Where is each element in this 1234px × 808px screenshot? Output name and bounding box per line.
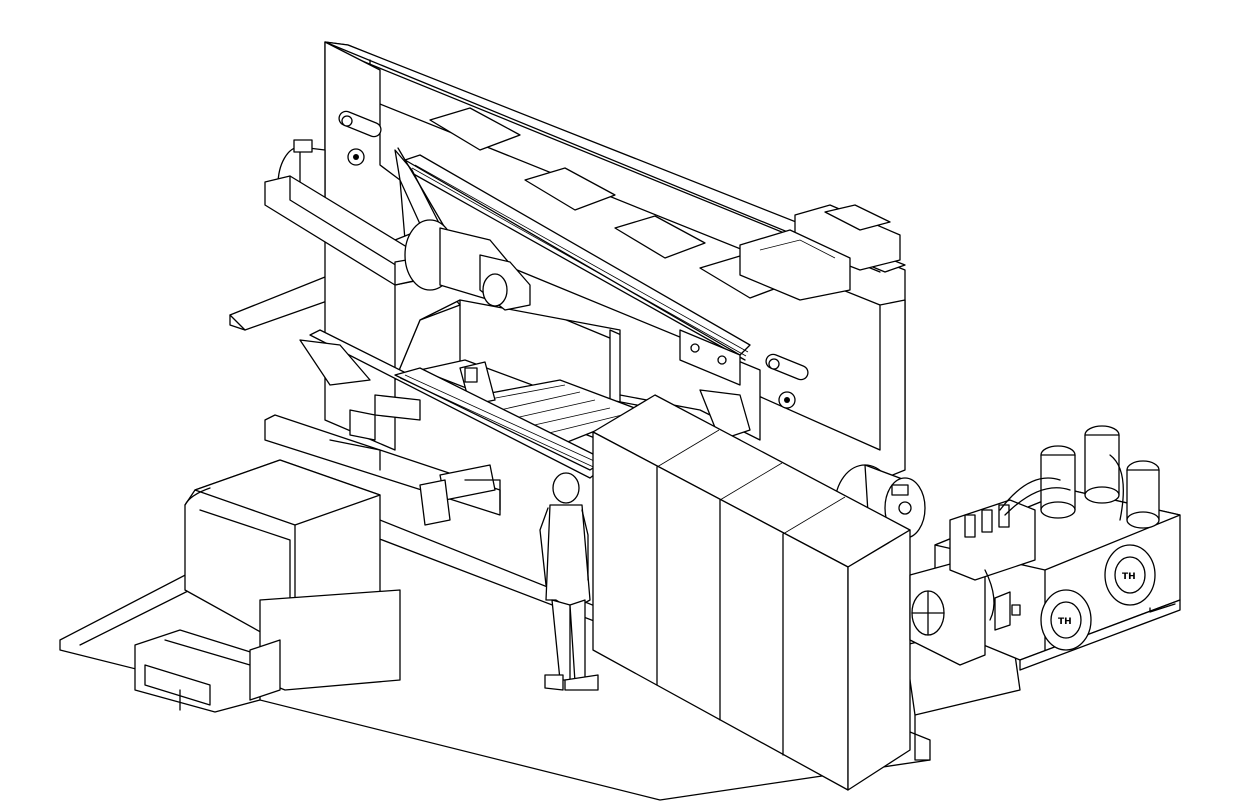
motor-2 bbox=[1084, 425, 1120, 504]
frame-logo-left bbox=[338, 110, 382, 138]
operator-figure bbox=[539, 472, 599, 691]
lower-step-platform bbox=[134, 589, 401, 713]
tank-logo-mark-2: TH bbox=[1122, 572, 1136, 582]
rear-control-cabin bbox=[739, 204, 901, 301]
motor-1 bbox=[1040, 445, 1076, 519]
main-frame bbox=[324, 41, 906, 541]
motor-3 bbox=[1126, 460, 1160, 529]
loader-carriage bbox=[264, 394, 501, 526]
tank-logo-mark: TH bbox=[1058, 617, 1072, 627]
machine-bed bbox=[419, 359, 641, 446]
frame-logo-right bbox=[765, 353, 809, 381]
linear-guide-rail bbox=[394, 147, 751, 386]
tapered-chuck-head bbox=[404, 219, 531, 311]
hydraulic-power-unit: TH TH bbox=[909, 425, 1181, 671]
toothed-rack bbox=[299, 329, 606, 479]
electrical-cabinets bbox=[592, 394, 911, 791]
